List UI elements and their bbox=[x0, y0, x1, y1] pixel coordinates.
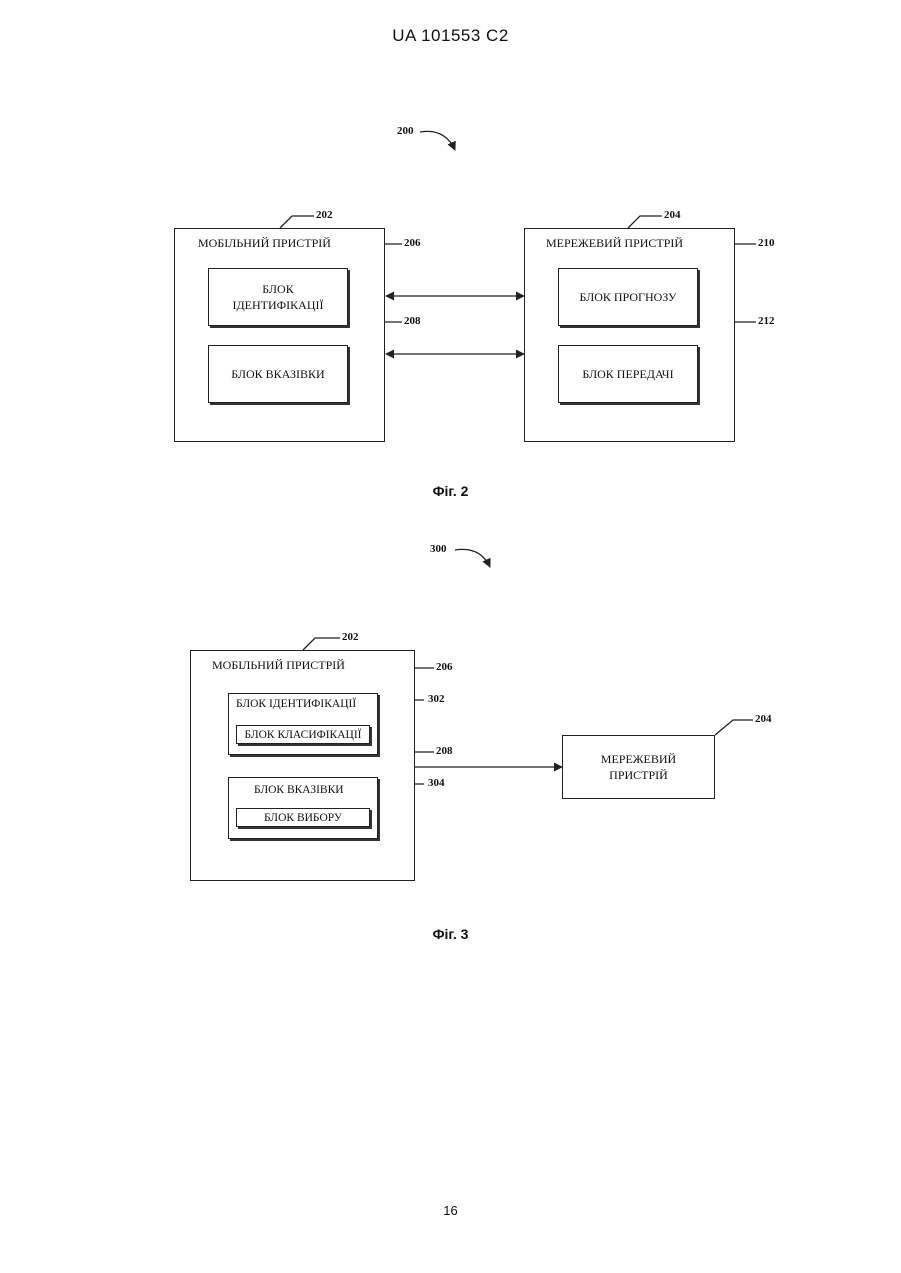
ref-204-fig3: 204 bbox=[755, 713, 772, 725]
ref-300: 300 bbox=[430, 543, 447, 555]
figure-2-caption: Фіг. 2 bbox=[0, 483, 901, 499]
indication-block: БЛОК ВКАЗІВКИ bbox=[208, 345, 348, 403]
ref-206-fig3: 206 bbox=[436, 661, 453, 673]
ref-202b-leader bbox=[303, 638, 340, 650]
forecast-block: БЛОК ПРОГНОЗУ bbox=[558, 268, 698, 326]
selection-block: БЛОК ВИБОРУ bbox=[236, 808, 370, 827]
ref-204: 204 bbox=[664, 209, 681, 221]
mobile-device-box bbox=[174, 228, 385, 442]
network-device-box-fig3: МЕРЕЖЕВИЙ ПРИСТРІЙ bbox=[562, 735, 715, 799]
ref-200: 200 bbox=[397, 125, 414, 137]
ref-204b-leader bbox=[715, 720, 753, 735]
ref-304: 304 bbox=[428, 777, 445, 789]
indication-block-label: БЛОК ВКАЗІВКИ bbox=[254, 784, 344, 796]
identification-block: БЛОК ІДЕНТИФІКАЦІЇ bbox=[208, 268, 348, 326]
ref-200-arrow bbox=[420, 131, 455, 150]
network-device-box bbox=[524, 228, 735, 442]
ref-202-fig3: 202 bbox=[342, 631, 359, 643]
identification-block-label: БЛОК ІДЕНТИФІКАЦІЇ bbox=[236, 698, 356, 710]
figure-3-caption: Фіг. 3 bbox=[0, 926, 901, 942]
mobile-device-box-fig3 bbox=[190, 650, 415, 881]
mobile-device-title: МОБІЛЬНИЙ ПРИСТРІЙ bbox=[198, 236, 331, 251]
network-device-title: МЕРЕЖЕВИЙ ПРИСТРІЙ bbox=[546, 236, 683, 251]
classification-block: БЛОК КЛАСИФІКАЦІЇ bbox=[236, 725, 370, 744]
ref-202: 202 bbox=[316, 209, 333, 221]
mobile-device-title-fig3: МОБІЛЬНИЙ ПРИСТРІЙ bbox=[212, 658, 345, 673]
ref-206: 206 bbox=[404, 237, 421, 249]
ref-208-fig3: 208 bbox=[436, 745, 453, 757]
ref-300-arrow bbox=[455, 549, 490, 567]
ref-212: 212 bbox=[758, 315, 775, 327]
ref-210: 210 bbox=[758, 237, 775, 249]
ref-204-leader bbox=[628, 216, 662, 228]
ref-208: 208 bbox=[404, 315, 421, 327]
page-number: 16 bbox=[0, 1203, 901, 1218]
transfer-block: БЛОК ПЕРЕДАЧІ bbox=[558, 345, 698, 403]
ref-202-leader bbox=[280, 216, 314, 228]
ref-302: 302 bbox=[428, 693, 445, 705]
